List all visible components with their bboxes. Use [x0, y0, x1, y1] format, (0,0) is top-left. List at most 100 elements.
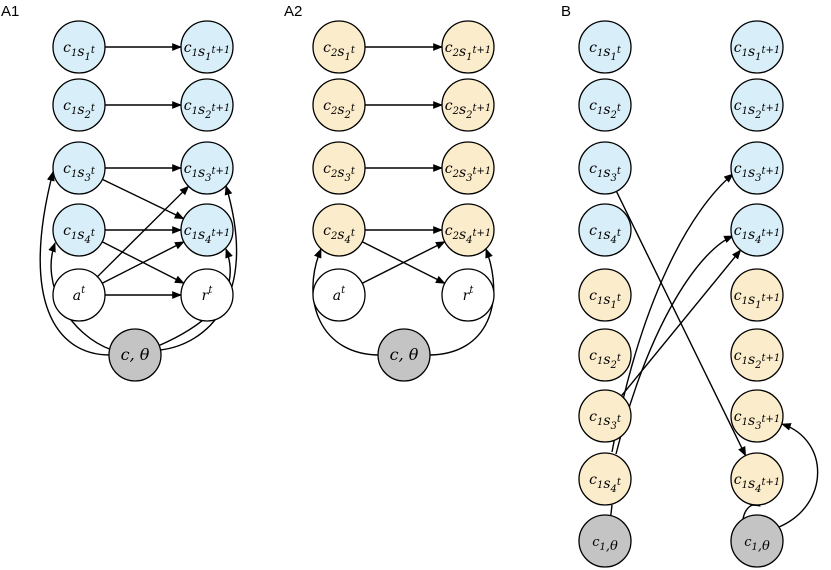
node-a1-s3n: c1s3t+1: [180, 141, 234, 195]
node-circle: [52, 20, 106, 74]
node-circle: [578, 268, 632, 322]
panel-label-a2: A2: [284, 3, 302, 20]
node-label: c1s3t: [589, 409, 622, 432]
node-b-l3: c1s3t: [578, 141, 632, 195]
edge-a1-a-to-s3: [96, 185, 190, 278]
node-b-l8: c1s4t: [578, 452, 632, 506]
node-circle: [377, 328, 431, 382]
panel-label-b: B: [561, 3, 571, 20]
node-label: c1s2t+1: [184, 98, 231, 121]
node-label: c2s3t+1: [445, 161, 492, 184]
node-circle: [441, 268, 495, 322]
node-label: c1s3t: [63, 161, 96, 184]
node-label: c1s1t: [589, 40, 622, 63]
node-circle: [578, 389, 632, 443]
node-a2-s4t: c2s4t: [312, 203, 366, 257]
node-label: c1s4t: [589, 472, 622, 495]
node-circle: [441, 78, 495, 132]
node-label: c2s1t: [323, 40, 356, 63]
node-circle: [578, 20, 632, 74]
node-label: c1,θ: [592, 535, 618, 554]
node-a2-s3t: c2s3t: [312, 141, 366, 195]
node-circle: [180, 141, 234, 195]
node-circle: [180, 78, 234, 132]
edge-b-l8-to-r4: [615, 235, 734, 455]
node-label: c1,θ: [744, 535, 770, 554]
node-a1-s2n: c1s2t+1: [180, 78, 234, 132]
node-b-l7: c1s3t: [578, 389, 632, 443]
node-circle: [730, 141, 784, 195]
node-circle: [52, 78, 106, 132]
edge-a1-ct-to-s3t: [39, 171, 111, 356]
node-circle: [578, 514, 632, 568]
node-circle: [578, 328, 632, 382]
node-a1-s4n: c1s4t+1: [180, 203, 234, 257]
node-a1-s1n: c1s1t+1: [180, 20, 234, 74]
node-b-l1: c1s1t: [578, 20, 632, 74]
edge-a2-ct-to-s4n: [427, 248, 495, 356]
node-label: c1s2t: [589, 98, 622, 121]
node-a2-a: at: [312, 268, 366, 322]
node-circle: [578, 141, 632, 195]
node-label: c, θ: [390, 345, 419, 364]
node-label: c1s2t: [63, 98, 96, 121]
node-b-r7: c1s3t+1: [730, 389, 784, 443]
edge-layer: [39, 43, 819, 568]
node-circle: [312, 78, 366, 132]
node-label: c1s2t: [589, 348, 622, 371]
node-label: c1s3t+1: [184, 161, 231, 184]
node-circle: [52, 203, 106, 257]
node-label: c1s2t+1: [734, 348, 781, 371]
node-circle: [52, 268, 106, 322]
node-label: c1s1t: [589, 288, 622, 311]
node-b-l2: c1s2t: [578, 78, 632, 132]
node-b-rct: c1,θ: [730, 514, 784, 568]
node-label: c1s4t+1: [734, 223, 781, 246]
node-circle: [180, 203, 234, 257]
node-b-r1: c1s1t+1: [730, 20, 784, 74]
node-label: rt: [202, 285, 214, 304]
node-label: c1s2t+1: [734, 98, 781, 121]
node-circle: [730, 452, 784, 506]
node-label: c1s4t+1: [734, 472, 781, 495]
node-label: c1s4t: [63, 223, 96, 246]
node-circle: [578, 452, 632, 506]
node-label: c1s4t+1: [184, 223, 231, 246]
node-a1-s1t: c1s1t: [52, 20, 106, 74]
node-a2-ct: c, θ: [377, 328, 431, 382]
edge-b-l7-to-r4: [620, 249, 742, 397]
edge-a1-s3-to-s4: [102, 178, 185, 220]
node-label: at: [73, 285, 86, 304]
edge-b-l8-to-r3: [611, 173, 734, 453]
node-a1-s2t: c1s2t: [52, 78, 106, 132]
node-a1-s4t: c1s4t: [52, 203, 106, 257]
node-circle: [108, 328, 162, 382]
node-circle: [312, 203, 366, 257]
node-circle: [52, 141, 106, 195]
node-label: c1s1t+1: [184, 40, 231, 63]
node-circle: [441, 20, 495, 74]
node-b-r2: c1s2t+1: [730, 78, 784, 132]
node-circle: [578, 203, 632, 257]
node-a1-r: rt: [180, 268, 234, 322]
node-layer: c1s1t c1s1t+1 c1s2t c1s2t+1 c1s3t c1s3t+1 c1s4…: [52, 20, 784, 568]
node-a1-ct: c, θ: [108, 328, 162, 382]
node-b-l4: c1s4t: [578, 203, 632, 257]
node-a2-s2t: c2s2t: [312, 78, 366, 132]
node-b-r5: c1s1t+1: [730, 268, 784, 322]
node-label: c, θ: [121, 345, 150, 364]
node-label: c2s1t+1: [445, 40, 492, 63]
node-label: rt: [463, 285, 475, 304]
node-circle: [730, 78, 784, 132]
node-circle: [312, 20, 366, 74]
node-label: c2s4t: [323, 223, 356, 246]
panel-label-a1: A1: [1, 3, 19, 20]
node-circle: [730, 328, 784, 382]
node-a2-s4n: c2s4t+1: [441, 203, 495, 257]
node-circle: [730, 203, 784, 257]
node-circle: [441, 203, 495, 257]
node-label: c1s3t+1: [734, 409, 781, 432]
node-a2-s2n: c2s2t+1: [441, 78, 495, 132]
node-circle: [312, 141, 366, 195]
node-label: c2s2t+1: [445, 98, 492, 121]
